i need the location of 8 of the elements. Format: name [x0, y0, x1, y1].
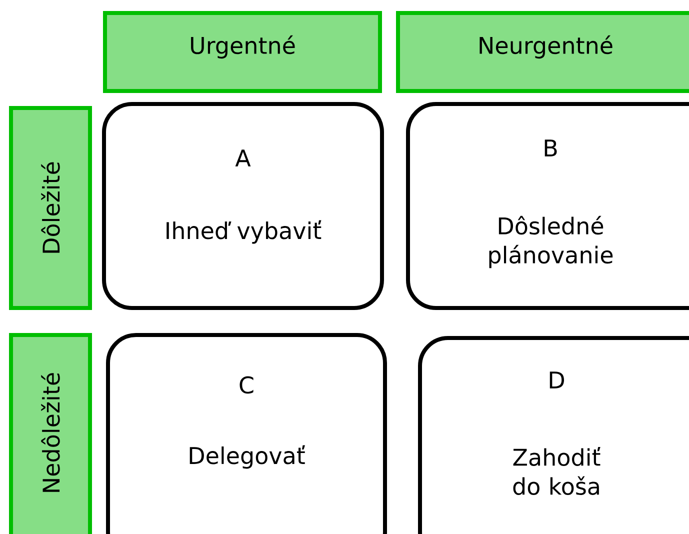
header-box: Nedôležité [9, 332, 92, 534]
quadrant-box: A Ihneď vybaviť [102, 102, 384, 310]
quadrant-box: D Zahodiť do koša [418, 336, 689, 534]
header-box: Dôležité [9, 106, 92, 310]
quadrant-box: C Delegovať [106, 332, 387, 534]
header-box: Neurgentné [396, 11, 689, 93]
header-box: Urgentné [103, 11, 382, 93]
quadrant-box: B Dôsledné plánovanie [406, 102, 689, 310]
